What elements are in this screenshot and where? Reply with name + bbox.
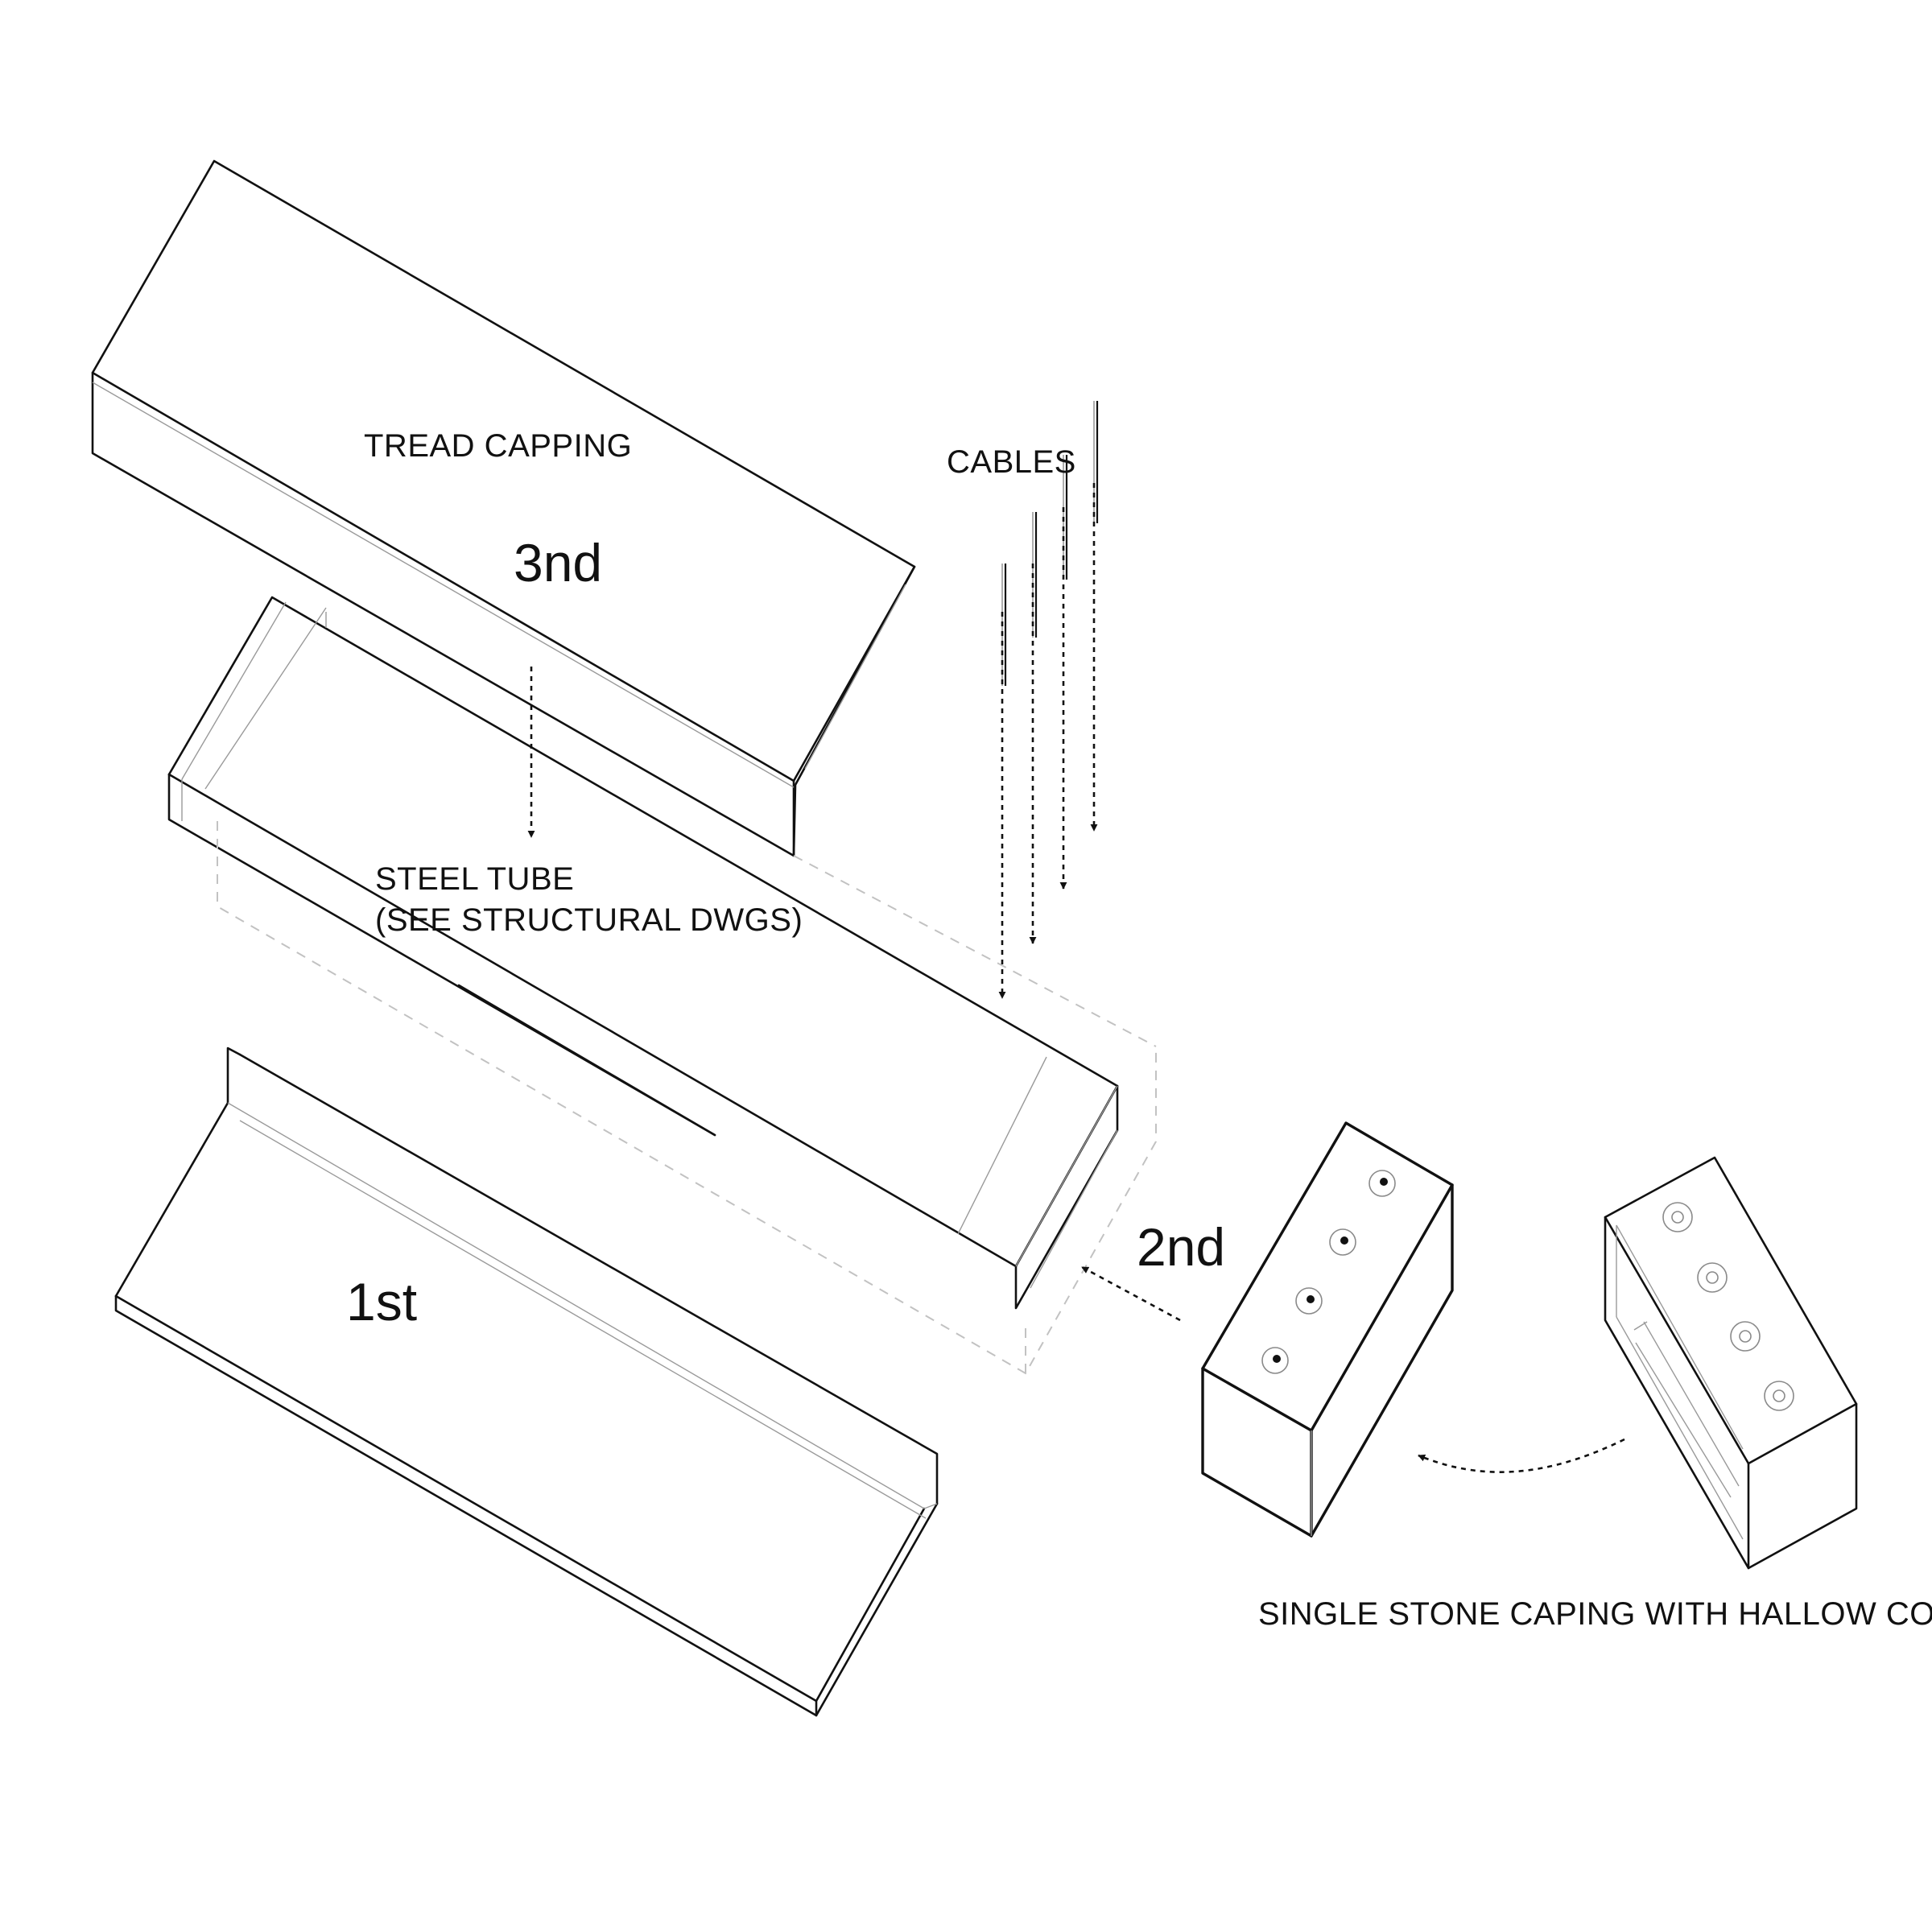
label-tread-capping: TREAD CAPPING: [364, 428, 632, 464]
label-step-1st: 1st: [346, 1272, 417, 1331]
label-steel-tube-note: (SEE STRUCTURAL DWGS): [375, 902, 803, 938]
cables-group: [998, 401, 1099, 999]
core-ring: [1764, 1381, 1794, 1411]
cable: [1029, 512, 1038, 944]
stone-caping-hollow: [1604, 1156, 1858, 1570]
arrow-hollow-to-solid: [1418, 1438, 1625, 1473]
label-single-stone: SINGLE STONE CAPING WITH HALLOW CORE: [1258, 1596, 1932, 1632]
cable: [1059, 455, 1068, 890]
core-ring: [1662, 1202, 1693, 1232]
cable: [1090, 401, 1099, 832]
steel-tube-piece: [167, 596, 1157, 1375]
base-stone-piece: [114, 1046, 939, 1717]
stone-caping-solid: [1201, 1121, 1454, 1538]
cable: [998, 564, 1007, 999]
label-step-3nd: 3nd: [514, 533, 602, 592]
cable-hole: [1295, 1287, 1323, 1315]
cable-hole: [1329, 1228, 1356, 1256]
label-cables: CABLES: [947, 444, 1076, 480]
core-ring: [1697, 1262, 1728, 1293]
cable-hole: [1261, 1347, 1289, 1374]
core-ring: [1730, 1321, 1761, 1352]
tread-capping-piece: [91, 159, 916, 857]
label-steel-tube: STEEL TUBE: [375, 861, 574, 897]
label-step-2nd: 2nd: [1137, 1217, 1225, 1277]
cable-hole: [1368, 1170, 1396, 1197]
